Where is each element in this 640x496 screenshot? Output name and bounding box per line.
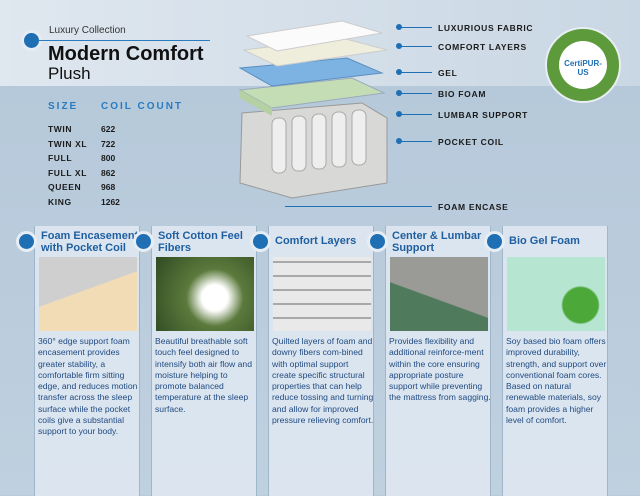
feature-card: Soft Cotton Feel Fibers Beautiful breath… <box>136 226 257 496</box>
bullet-icon <box>487 234 502 249</box>
layer-label: LUMBAR SUPPORT <box>438 110 529 120</box>
cotton-image <box>156 257 254 331</box>
bullet-icon <box>253 234 268 249</box>
size: TWIN XL <box>48 139 88 149</box>
callout-line <box>400 114 432 115</box>
callout-dot <box>396 138 402 144</box>
feature-title: Foam Encasement with Pocket Coil <box>41 230 139 254</box>
coil-count: 800 <box>101 153 116 163</box>
feature-text: Soy based bio foam offers improved durab… <box>506 336 607 426</box>
product-subtitle: Plush <box>48 64 91 83</box>
feature-text: Quilted layers of foam and downy fibers … <box>272 336 374 426</box>
layer-label: BIO FOAM <box>438 89 487 99</box>
callout-dot <box>396 90 402 96</box>
layer-label: POCKET COIL <box>438 137 504 147</box>
feature-text: 360° edge support foam encasement provid… <box>38 336 138 437</box>
callout-dot <box>396 111 402 117</box>
coil-count-header: COIL COUNT <box>101 101 184 112</box>
callout-line <box>400 27 432 28</box>
divider <box>38 40 210 41</box>
feature-title: Bio Gel Foam <box>509 235 580 247</box>
feature-text: Beautiful breathable soft touch feel des… <box>155 336 252 414</box>
bio-gel-foam-image <box>507 257 605 331</box>
callout-line <box>400 93 432 94</box>
callout-line <box>400 46 432 47</box>
comfort-layers-image <box>273 257 371 331</box>
size: FULL <box>48 153 73 163</box>
size: FULL XL <box>48 168 87 178</box>
bullet-icon <box>370 234 385 249</box>
table-row: TWIN XL 722 <box>48 139 115 149</box>
layer-label: LUXURIOUS FABRIC <box>438 23 534 33</box>
coil-count: 722 <box>101 139 116 149</box>
size: TWIN <box>48 124 73 134</box>
callout-dot <box>396 43 402 49</box>
product-title: Modern Comfort <box>48 43 204 65</box>
feature-title: Soft Cotton Feel Fibers <box>158 230 243 254</box>
bullet-icon <box>136 234 151 249</box>
layer-label: COMFORT LAYERS <box>438 42 527 52</box>
layer-label: FOAM ENCASE <box>438 202 509 212</box>
feature-title: Center & Lumbar Support <box>392 230 482 254</box>
feature-card: Center & Lumbar Support Provides flexibi… <box>370 226 491 496</box>
feature-card: Foam Encasement with Pocket Coil 360° ed… <box>19 226 140 496</box>
bullet-icon <box>24 33 39 48</box>
coil-count: 1262 <box>101 197 120 207</box>
callout-dot <box>396 24 402 30</box>
coil-count: 968 <box>101 182 116 192</box>
feature-card: Comfort Layers Quilted layers of foam an… <box>253 226 374 496</box>
size: QUEEN <box>48 182 82 192</box>
logo-text: CertiPUR-US <box>564 59 602 77</box>
coil-count: 862 <box>101 168 116 178</box>
feature-title: Comfort Layers <box>275 235 357 247</box>
callout-line <box>400 141 432 142</box>
collection-label: Luxury Collection <box>49 25 126 36</box>
coil-count: 622 <box>101 124 116 134</box>
table-row: FULL 800 <box>48 153 115 163</box>
callout-dot <box>396 69 402 75</box>
bullet-icon <box>19 234 34 249</box>
callout-line <box>285 206 432 207</box>
callout-line <box>400 72 432 73</box>
feature-text: Provides flexibility and additional rein… <box>389 336 491 403</box>
size: KING <box>48 197 72 207</box>
mattress-layers-diagram <box>238 20 388 199</box>
feature-card: Bio Gel Foam Soy based bio foam offers i… <box>487 226 608 496</box>
table-row: TWIN 622 <box>48 124 115 134</box>
table-row: QUEEN 968 <box>48 182 115 192</box>
certipur-us-logo: CertiPUR-US <box>545 27 621 103</box>
foam-coil-image <box>39 257 137 331</box>
layer-label: GEL <box>438 68 458 78</box>
table-row: KING 1262 <box>48 197 120 207</box>
size-header: SIZE <box>48 101 79 112</box>
table-row: FULL XL 862 <box>48 168 115 178</box>
lumbar-support-image <box>390 257 488 331</box>
